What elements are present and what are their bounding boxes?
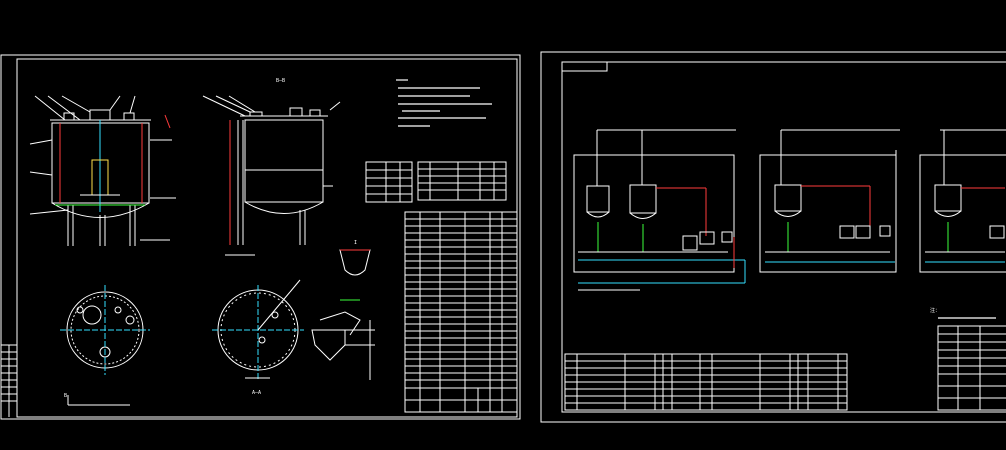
nozzle-table bbox=[365, 161, 413, 203]
right-drawing-sheet bbox=[540, 51, 1006, 423]
tank-top-view-a bbox=[212, 279, 304, 380]
equipment-list-table bbox=[564, 353, 848, 411]
detail-i-view bbox=[311, 249, 375, 380]
section-label-top: B—B bbox=[276, 78, 285, 84]
right-note-label: 注： bbox=[930, 307, 940, 314]
tank-front-view bbox=[29, 95, 176, 246]
bill-of-materials-table bbox=[404, 211, 518, 413]
parameter-table bbox=[417, 161, 507, 201]
view-label-b: B bbox=[64, 393, 67, 399]
title-block-right bbox=[937, 325, 1006, 411]
left-sheet-side-strip bbox=[1, 344, 17, 417]
view-label-a: A—A bbox=[252, 390, 261, 396]
tank-top-view-b bbox=[60, 285, 150, 406]
technical-notes-block bbox=[396, 79, 492, 127]
detail-label: I bbox=[354, 240, 357, 246]
process-unit-1 bbox=[573, 129, 746, 291]
tank-section-view bbox=[202, 95, 341, 256]
process-unit-2 bbox=[759, 129, 900, 273]
process-unit-3 bbox=[919, 129, 1006, 273]
